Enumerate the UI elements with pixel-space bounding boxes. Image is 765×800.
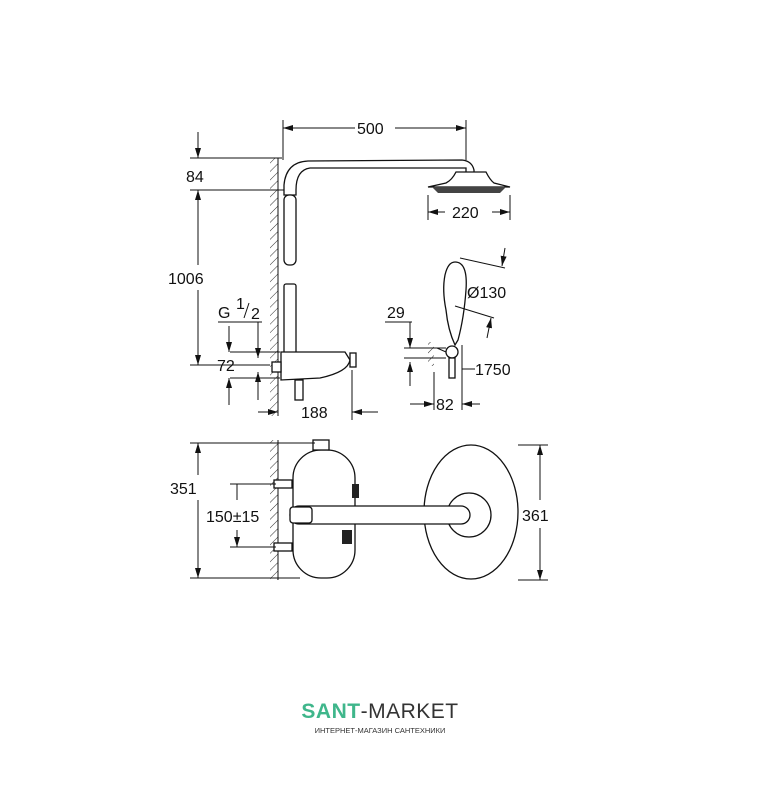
riser-lower <box>283 283 297 355</box>
dim-130: Ø130 <box>467 285 506 302</box>
shelf-bar <box>289 505 471 525</box>
dim-29: 29 <box>387 305 405 322</box>
dim-thread-num: 1 <box>236 296 245 313</box>
shelf-button <box>289 506 313 524</box>
wall-hatch <box>270 158 278 416</box>
top-connector <box>312 439 330 451</box>
riser-upper <box>283 194 297 266</box>
shower-head <box>427 171 511 188</box>
dim-1006: 1006 <box>168 271 204 288</box>
dim-188: 188 <box>301 405 328 422</box>
front-view: 351 150±15 361 <box>170 439 549 581</box>
fraction-slash <box>243 302 250 319</box>
inlet-upper <box>273 479 293 489</box>
shower-arm <box>283 159 475 196</box>
dim-84: 84 <box>186 169 204 186</box>
dim-500: 500 <box>357 121 384 138</box>
dim-351: 351 <box>170 481 197 498</box>
hand-shower <box>443 261 467 347</box>
dim-361: 361 <box>522 508 549 525</box>
thermostat-body <box>280 351 351 381</box>
thermostat-knob <box>349 352 357 368</box>
side-view: 500 84 1006 G 1 2 72 188 220 Ø130 29 175… <box>168 120 511 422</box>
inlet-connector <box>271 361 282 373</box>
dim-thread: G <box>218 305 230 322</box>
dim-1750: 1750 <box>475 362 511 379</box>
dim-150: 150±15 <box>206 509 259 526</box>
holder-joint <box>445 345 459 359</box>
holder-stem <box>448 357 456 379</box>
sant-market-logo: SANT-MARKET ИНТЕРНЕТ-МАГАЗИН САНТЕХНИКИ <box>301 700 459 735</box>
inlet-lower <box>273 542 293 552</box>
dim-220: 220 <box>452 205 479 222</box>
dim-82: 82 <box>436 397 454 414</box>
dim-thread-den: 2 <box>251 306 260 323</box>
dim-72: 72 <box>217 358 235 375</box>
outlet-connector <box>294 379 304 401</box>
logo-tagline: ИНТЕРНЕТ-МАГАЗИН САНТЕХНИКИ <box>314 726 446 735</box>
shower-head-nozzles <box>432 187 506 193</box>
